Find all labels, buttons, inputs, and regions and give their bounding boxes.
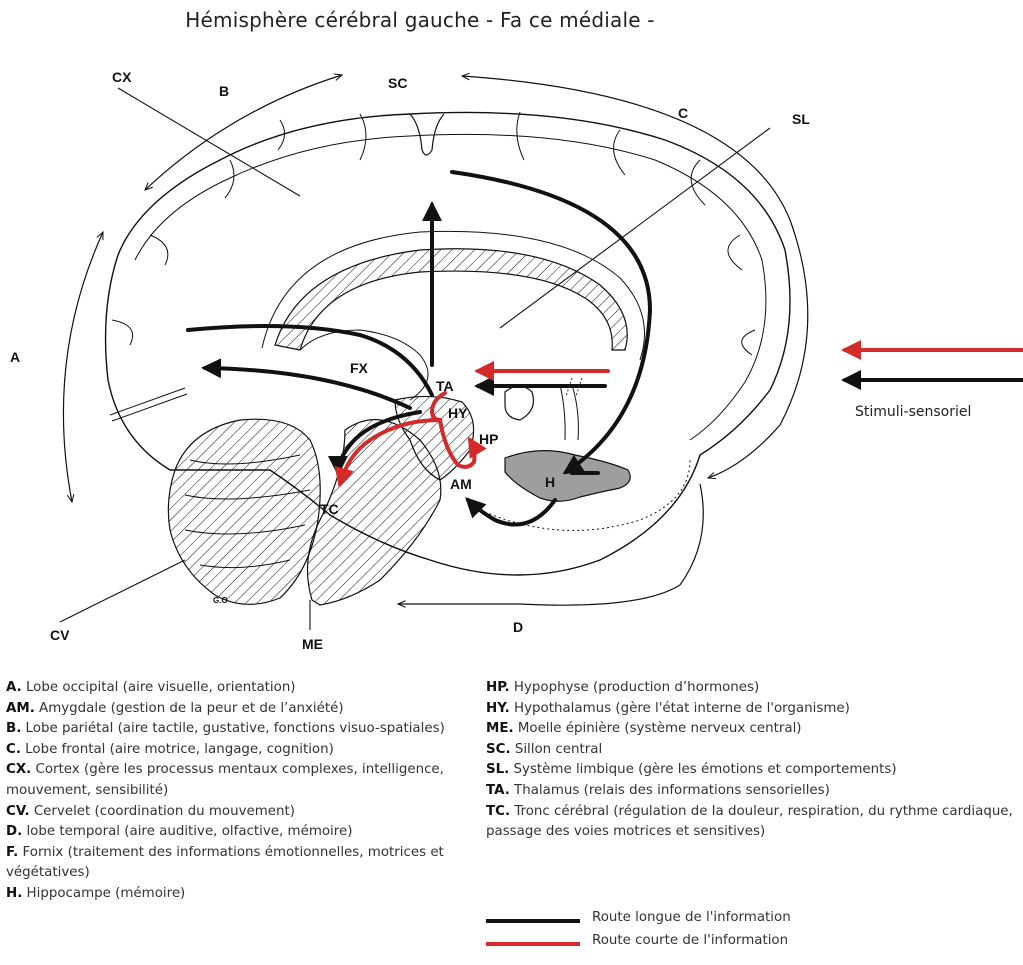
label-TA: TA [436, 378, 454, 394]
legend-item-CV: CV. Cervelet (coordination du mouvement) [6, 802, 476, 823]
hippocampus [505, 451, 630, 502]
label-TC: TC [320, 501, 339, 517]
label-CV: CV [50, 627, 70, 643]
label-D: D [513, 619, 523, 635]
legend-item-SC: SC. Sillon central [486, 740, 1016, 761]
label-stimuli: Stimuli-sensoriel [855, 404, 971, 420]
legend-item-HP: HP. Hypophyse (production d’hormones) [486, 678, 1016, 699]
legend-item-F: F. Fornix (traitement des informations é… [6, 843, 476, 884]
legend-item-SL: SL. Système limbique (gère les émotions … [486, 760, 1016, 781]
hypophysis [505, 386, 534, 420]
brain-diagram: CX B SC C SL A FX TA HY HP AM H TC G.O C… [0, 0, 1023, 665]
label-AM: AM [450, 476, 472, 492]
cortex-inner-outline [135, 134, 766, 440]
legend-item-TC: TC. Tronc cérébral (régulation de la dou… [486, 802, 1016, 843]
label-HP: HP [479, 431, 498, 447]
label-HY: HY [448, 405, 468, 421]
legend-item-B: B. Lobe pariétal (aire tactile, gustativ… [6, 719, 476, 740]
lobe-arc-B [145, 75, 342, 190]
label-SL: SL [792, 111, 810, 127]
fornix-lines [560, 385, 578, 440]
short-route-label: Route courte de l'information [592, 933, 788, 948]
lobe-arc-C [462, 76, 808, 478]
legend-item-H: H. Hippocampe (mémoire) [6, 884, 476, 905]
arrow-to-occipital-2 [205, 368, 410, 408]
lobe-arc-A [63, 232, 103, 502]
label-GO: G.O [213, 596, 228, 605]
legend-item-HY: HY. Hypothalamus (gère l'état interne de… [486, 699, 1016, 720]
label-A: A [10, 349, 20, 365]
calcarine-line [110, 388, 187, 421]
pointer-lines [60, 88, 770, 630]
legend-item-ME: ME. Moelle épinière (système nerveux cen… [486, 719, 1016, 740]
cerebellum [168, 419, 320, 604]
label-FX: FX [350, 360, 369, 376]
legend-item-C: C. Lobe frontal (aire motrice, langage, … [6, 740, 476, 761]
legend-item-D: D. lobe temporal (aire auditive, olfacti… [6, 822, 476, 843]
label-B: B [219, 83, 229, 99]
legend-left: A. Lobe occipital (aire visuelle, orient… [6, 678, 476, 905]
short-route-swatch [486, 942, 580, 946]
lobe-arc-D [398, 484, 703, 605]
corpus-callosum [275, 249, 627, 350]
long-route-swatch [486, 919, 580, 923]
legend-item-A: A. Lobe occipital (aire visuelle, orient… [6, 678, 476, 699]
label-CX: CX [112, 69, 132, 85]
legend-item-CX: CX. Cortex (gère les processus mentaux c… [6, 760, 476, 801]
legend-item-AM: AM. Amygdale (gestion de la peur et de l… [6, 699, 476, 720]
legend-item-TA: TA. Thalamus (relais des informations se… [486, 781, 1016, 802]
label-SC: SC [388, 75, 407, 91]
route-key: Route longue de l'information Route cour… [486, 903, 886, 963]
arrow-hippo-to-amygdala [468, 500, 555, 525]
long-route-label: Route longue de l'information [592, 910, 791, 925]
label-C: C [678, 105, 688, 121]
label-ME: ME [302, 636, 323, 652]
legend-right: HP. Hypophyse (production d’hormones) HY… [486, 678, 1016, 843]
label-H: H [545, 474, 555, 490]
arrow-to-occipital [188, 326, 432, 395]
